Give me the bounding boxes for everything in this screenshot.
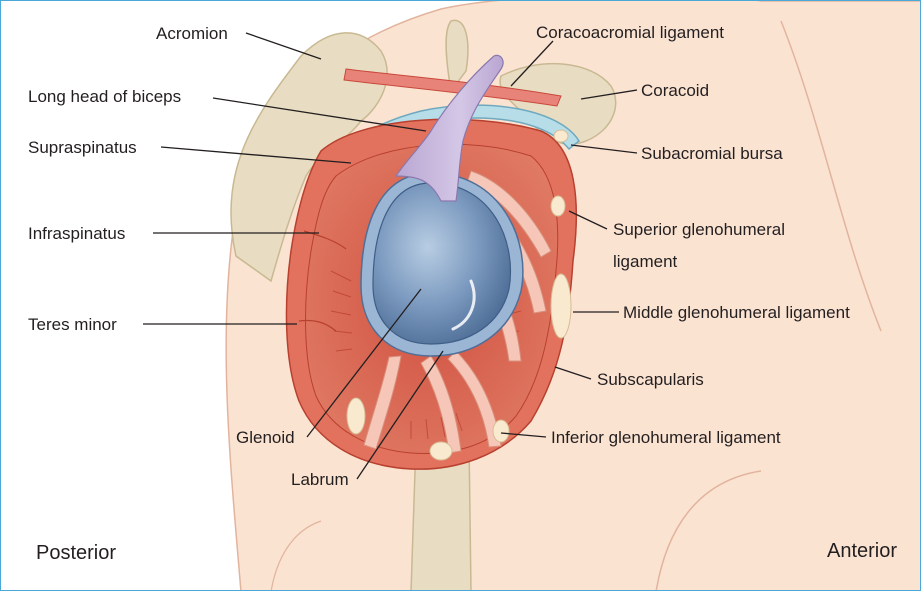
label-long-head-of-biceps: Long head of biceps (28, 87, 181, 106)
label-middle-glenohumeral-ligament: Middle glenohumeral ligament (623, 303, 850, 322)
label-acromion: Acromion (156, 24, 228, 43)
label-superior-glenohumeral-ligament-line1: Superior glenohumeral (613, 220, 785, 239)
label-coracoid: Coracoid (641, 81, 709, 100)
label-supraspinatus: Supraspinatus (28, 138, 137, 157)
label-subscapularis: Subscapularis (597, 370, 704, 389)
label-labrum: Labrum (291, 470, 349, 489)
label-subacromial-bursa: Subacromial bursa (641, 144, 783, 163)
label-inferior-glenohumeral-ligament: Inferior glenohumeral ligament (551, 428, 781, 447)
label-infraspinatus: Infraspinatus (28, 224, 125, 243)
label-glenoid: Glenoid (236, 428, 295, 447)
label-teres-minor: Teres minor (28, 315, 117, 334)
label-anterior: Anterior (827, 540, 897, 562)
label-superior-glenohumeral-ligament-line2: ligament (613, 252, 678, 271)
label-coracoacromial-ligament: Coracoacromial ligament (536, 23, 724, 42)
label-posterior: Posterior (36, 542, 116, 564)
